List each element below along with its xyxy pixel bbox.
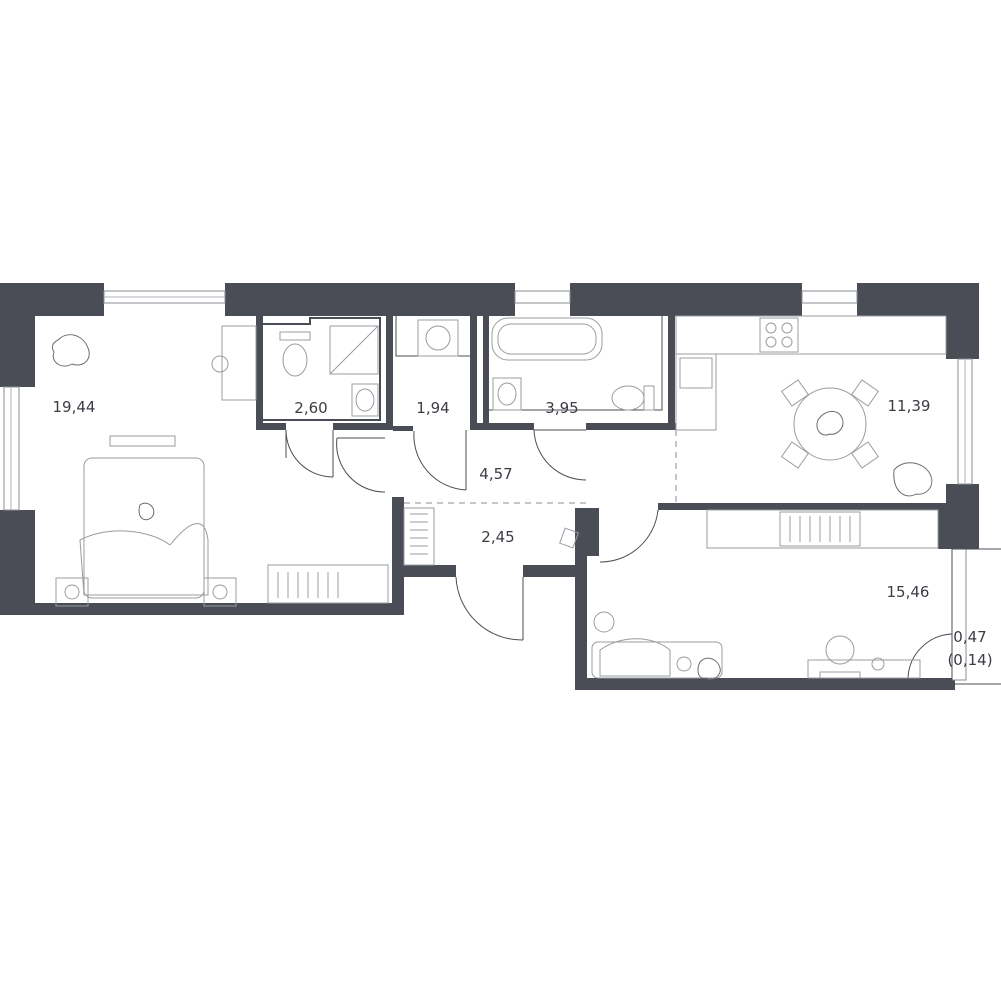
windows xyxy=(3,290,973,681)
walls xyxy=(0,283,979,690)
room-area-hallway: 4,57 xyxy=(479,465,512,483)
room-area-laundry: 1,94 xyxy=(416,399,449,417)
furniture xyxy=(51,315,947,680)
room-area-bedroom-2: 15,46 xyxy=(887,583,930,601)
interior-walls xyxy=(256,316,676,431)
room-area-bedroom-1: 19,44 xyxy=(53,398,96,416)
room-labels: 19,44 2,60 1,94 3,95 11,39 4,57 2,45 15,… xyxy=(53,397,993,669)
balcony-area: 0,47 xyxy=(953,628,986,646)
doors xyxy=(285,429,1001,685)
balcony-reduced-area: (0,14) xyxy=(947,651,992,669)
room-area-bathroom-shower: 2,60 xyxy=(294,399,327,417)
room-area-kitchen: 11,39 xyxy=(888,397,931,415)
room-area-bathroom-tub: 3,95 xyxy=(545,399,578,417)
room-area-entry: 2,45 xyxy=(481,528,514,546)
